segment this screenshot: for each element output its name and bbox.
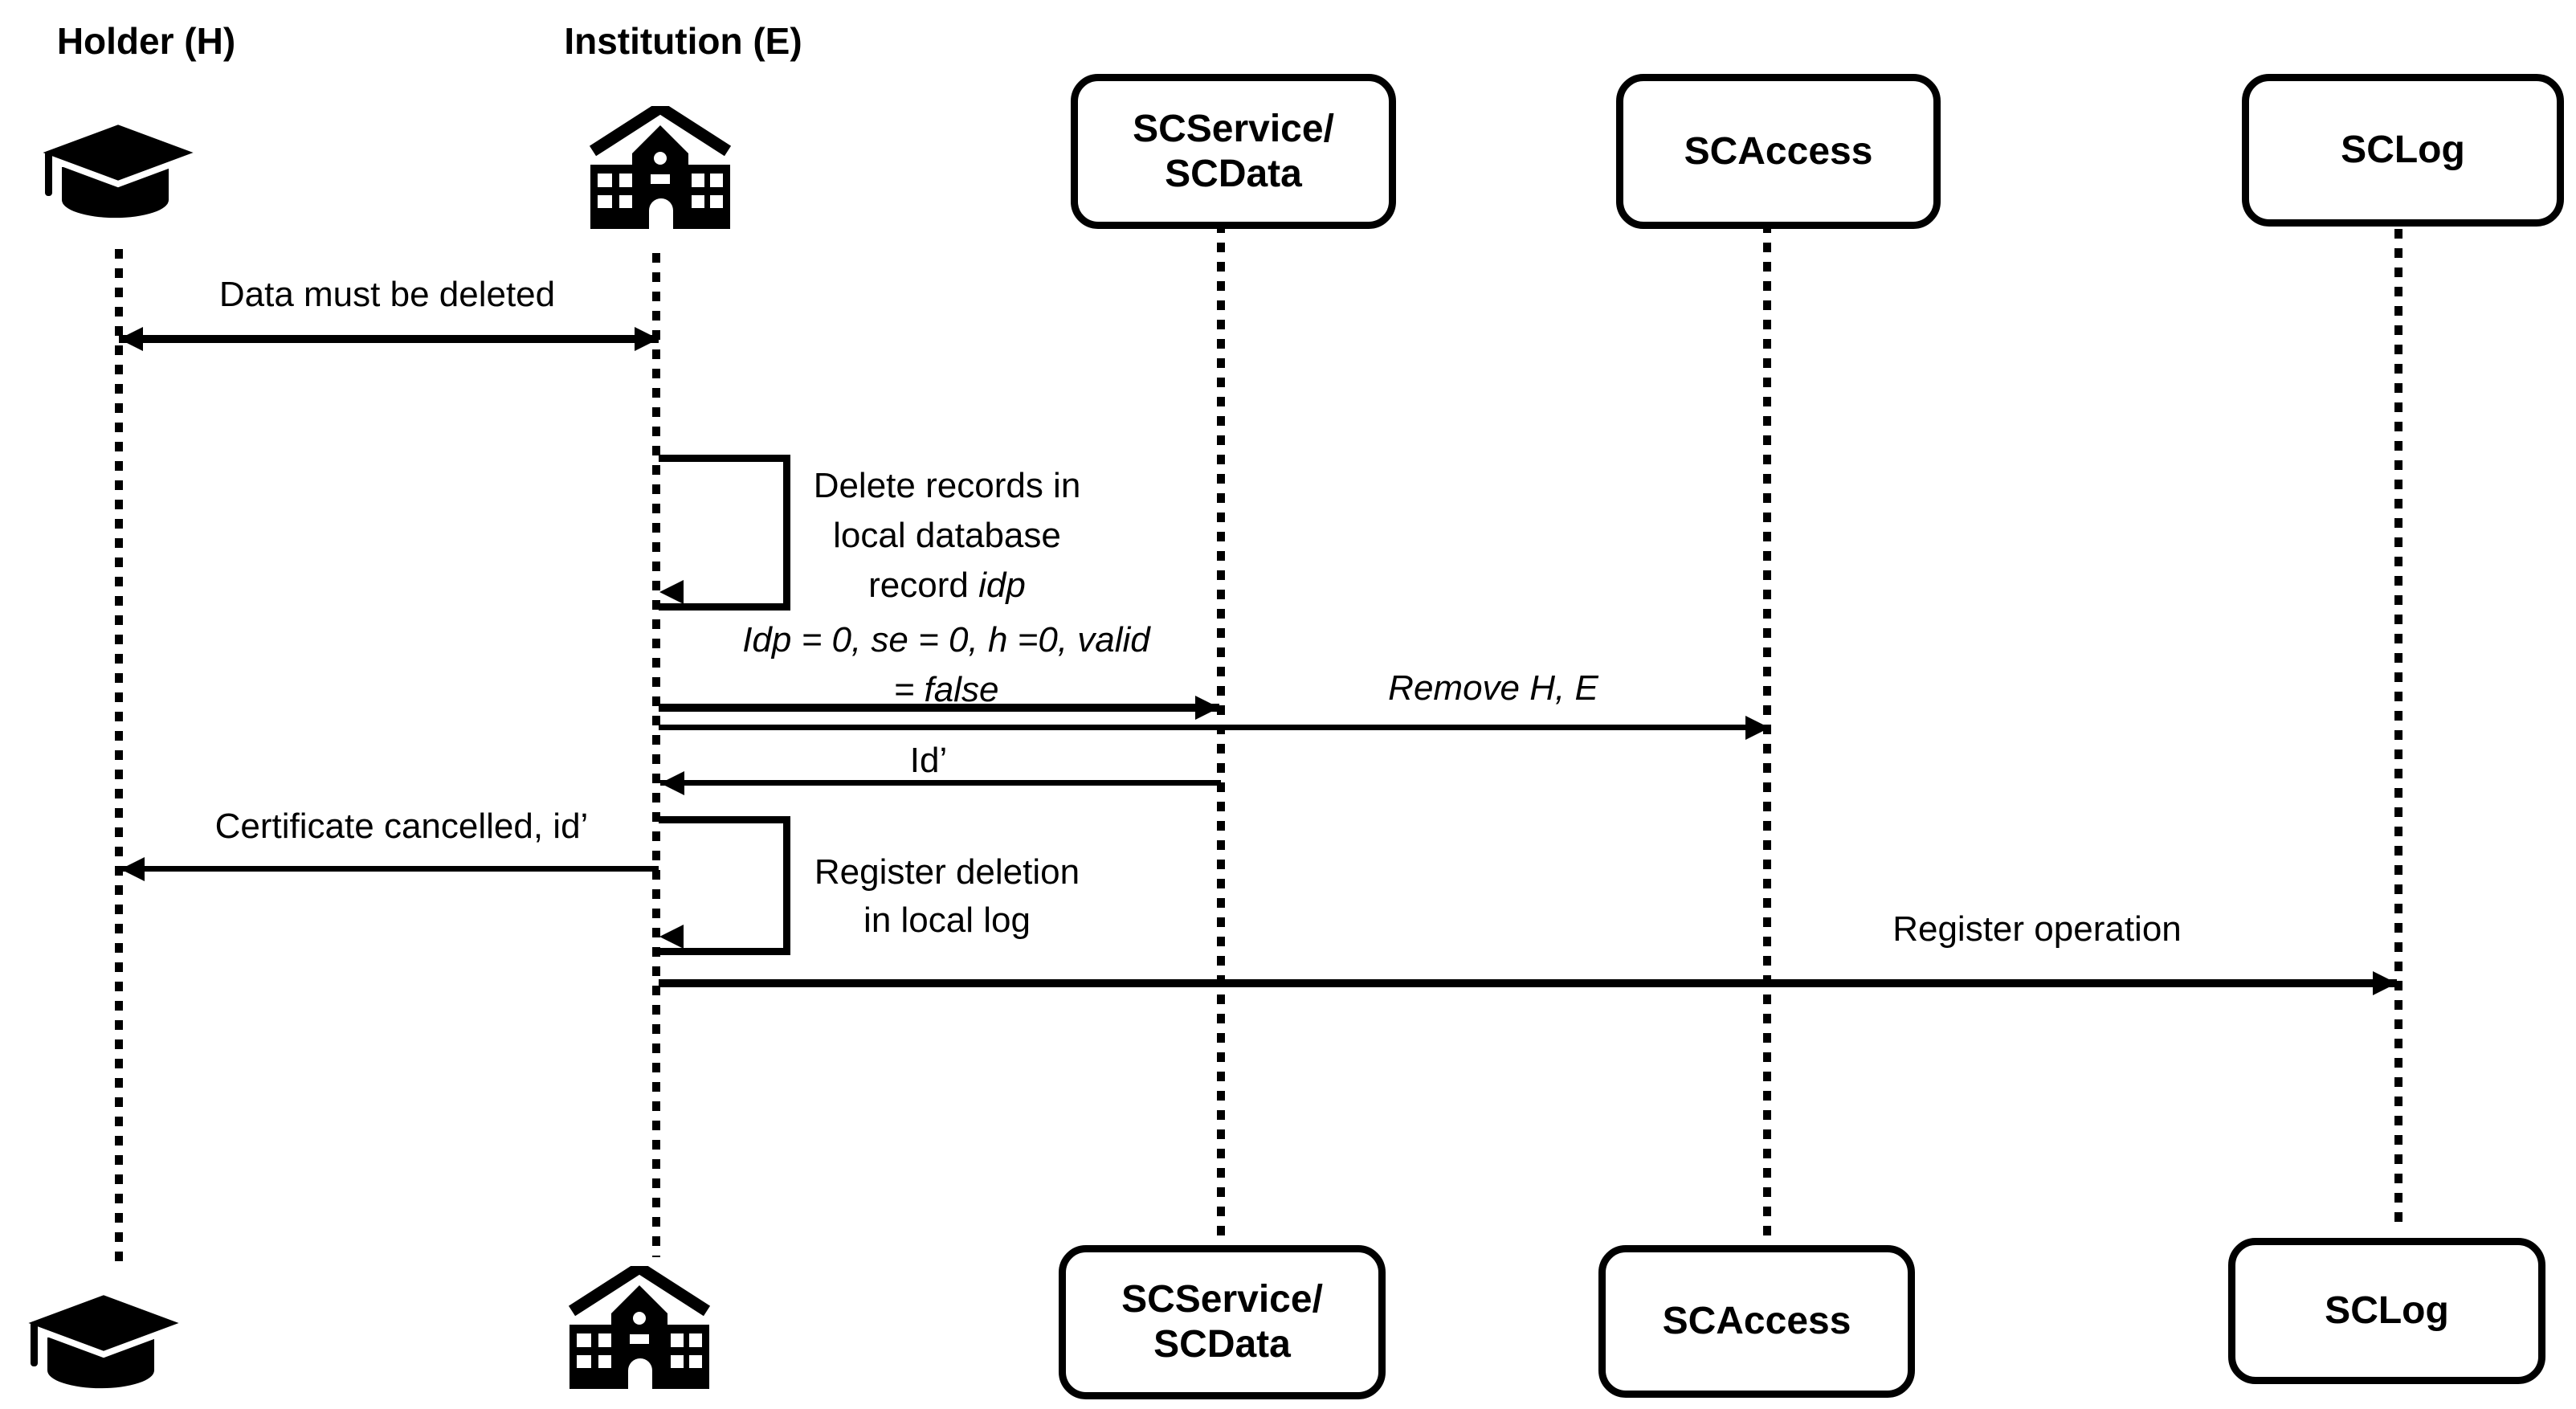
arrowhead-left-icon — [659, 580, 684, 604]
message-label-remove-h-e: Remove H, E — [1388, 668, 1598, 708]
lifeline-institution — [652, 253, 660, 1257]
arrowhead-right-icon — [2373, 971, 2397, 995]
message-label-certificate-cancelled: Certificate cancelled, id’ — [214, 807, 589, 846]
scaccess-label: SCAccess — [1684, 129, 1873, 173]
arrow-shaft — [119, 335, 659, 343]
participant-box-scaccess-bottom: SCAccess — [1598, 1245, 1915, 1398]
arrow-shaft — [660, 780, 1221, 786]
idp-params-line1: Idp = 0, se = 0, h =0, valid — [742, 620, 1150, 660]
message-arrow-idp-params — [659, 696, 1219, 720]
arrowhead-right-icon — [635, 327, 659, 351]
graduation-cap-icon — [19, 1291, 188, 1389]
register-deletion-line1: Register deletion — [814, 852, 1080, 892]
arrowhead-right-icon — [1745, 716, 1770, 740]
lifeline-sclog — [2394, 229, 2402, 1231]
lifeline-holder — [115, 249, 123, 1265]
message-label-register-operation: Register operation — [1892, 909, 2182, 949]
message-arrow-remove-h-e — [659, 716, 1770, 740]
self-loop-register-deletion — [659, 816, 790, 955]
message-arrow-register-operation — [659, 971, 2397, 995]
message-label-id-prime: Id’ — [909, 741, 948, 780]
delete-records-line3-prefix: record — [868, 566, 979, 605]
scservice-label-line2: SCData — [1165, 152, 1302, 195]
delete-records-line3: record idp — [786, 561, 1108, 611]
message-label-data-must-be-deleted: Data must be deleted — [218, 275, 556, 314]
delete-records-line1: Delete records in — [813, 466, 1081, 505]
participant-box-scservice-bottom: SCService/ SCData — [1059, 1245, 1386, 1399]
arrowhead-left-icon — [119, 327, 143, 351]
scservice-label-line1: SCService/ — [1133, 107, 1334, 150]
arrowhead-left-icon — [659, 925, 684, 949]
delete-records-line2: local database — [833, 516, 1061, 555]
scservice-label-line1: SCService/ — [1121, 1278, 1323, 1321]
school-building-icon — [569, 1266, 710, 1391]
register-deletion-line2: in local log — [863, 901, 1031, 940]
self-loop-delete-records — [659, 455, 790, 611]
message-label-register-deletion: Register deletion in local log — [786, 848, 1108, 945]
participant-box-sclog-top: SCLog — [2242, 74, 2564, 227]
message-arrow-data-must-be-deleted — [119, 327, 659, 351]
arrow-shaft — [659, 979, 2397, 987]
lifeline-scservice — [1217, 223, 1225, 1239]
idp-params-line2: = false — [893, 670, 999, 709]
arrowhead-left-icon — [660, 771, 684, 795]
scaccess-label: SCAccess — [1662, 1300, 1851, 1342]
actor-label-institution: Institution (E) — [564, 20, 802, 62]
arrowhead-right-icon — [1195, 696, 1219, 720]
delete-records-line3-italic: idp — [978, 566, 1026, 605]
arrow-shaft — [120, 866, 659, 872]
participant-box-scservice-top: SCService/ SCData — [1071, 74, 1396, 229]
arrow-shaft — [659, 704, 1219, 712]
arrowhead-left-icon — [120, 857, 145, 881]
actor-label-holder: Holder (H) — [56, 20, 236, 62]
message-arrow-certificate-cancelled — [120, 857, 659, 881]
sclog-label: SCLog — [2341, 129, 2465, 171]
participant-box-sclog-bottom: SCLog — [2228, 1238, 2545, 1384]
message-arrow-id-prime — [660, 771, 1221, 795]
message-label-idp-params: Idp = 0, se = 0, h =0, valid = false — [705, 615, 1187, 715]
sclog-label: SCLog — [2325, 1289, 2449, 1332]
arrow-shaft — [659, 725, 1770, 730]
scservice-label-line2: SCData — [1153, 1323, 1291, 1366]
participant-box-scaccess-top: SCAccess — [1616, 74, 1941, 229]
graduation-cap-icon — [34, 120, 202, 218]
message-label-delete-records: Delete records in local database record … — [786, 461, 1108, 611]
school-building-icon — [590, 106, 731, 231]
